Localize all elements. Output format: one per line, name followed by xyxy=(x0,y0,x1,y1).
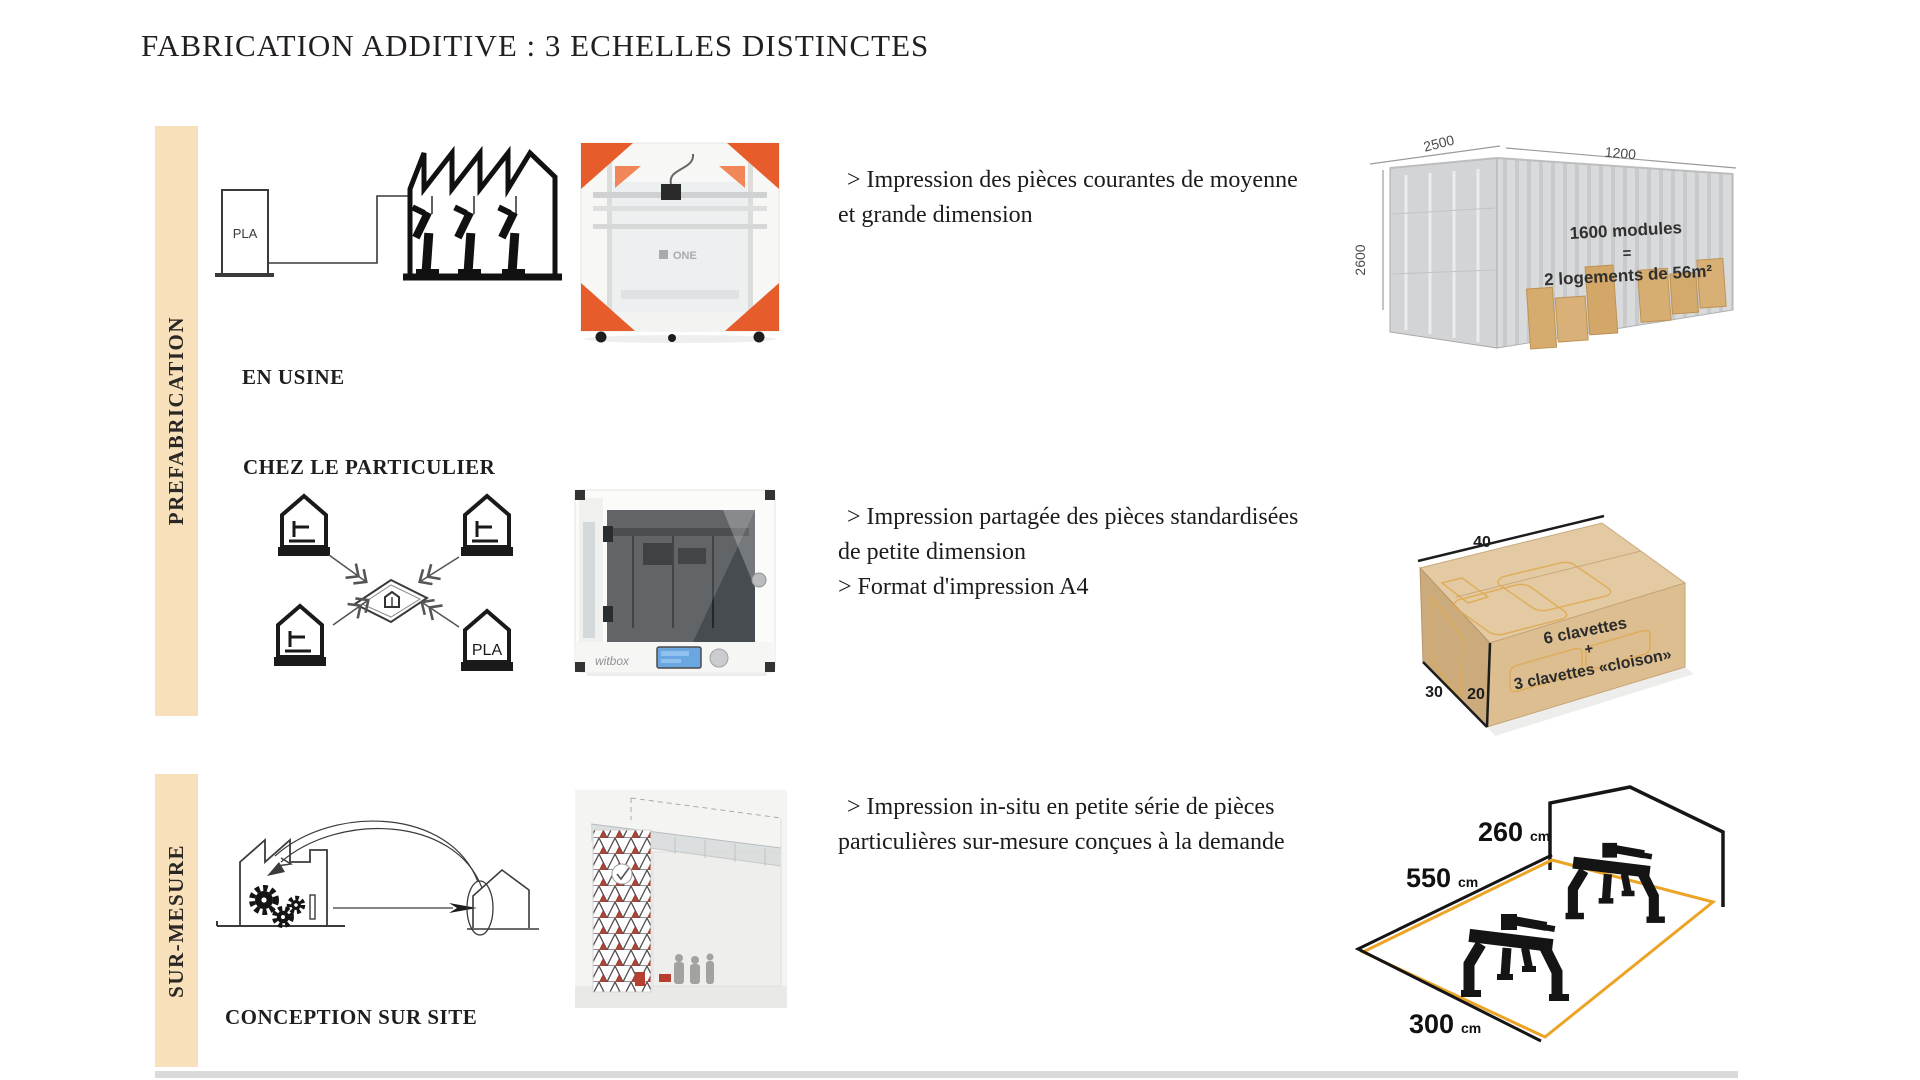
red-equipment xyxy=(635,972,645,986)
desktop-printer-logo: witbox xyxy=(595,654,630,668)
scene-dim-height: 260 xyxy=(1478,817,1523,847)
lcd-screen xyxy=(656,646,702,669)
house-icon xyxy=(459,494,515,558)
large-format-printer-photo: ONE xyxy=(580,142,780,343)
robot-arm-icon xyxy=(411,204,439,277)
row2-description: > Impression partagée des pièces standar… xyxy=(838,500,1398,605)
caster-wheel xyxy=(595,331,607,343)
row1-heading: EN USINE xyxy=(242,365,345,389)
floor-outline xyxy=(1359,858,1717,1039)
module-boxes xyxy=(1525,257,1727,350)
box-dim-height: 20 xyxy=(1467,686,1485,703)
site-ellipse xyxy=(466,880,494,936)
scene-dim-depth: 550 xyxy=(1406,863,1451,893)
orange-corner-panel xyxy=(581,143,633,189)
container-dim-depth: 2500 xyxy=(1422,132,1456,155)
row3-desc-line1: > Impression in-situ en petite série de … xyxy=(847,794,1275,820)
arrow-to-center xyxy=(332,597,370,626)
caption-line2: = xyxy=(1622,245,1632,262)
band-sur-mesure-label: SUR-MESURE xyxy=(164,843,188,998)
pla-label: PLA xyxy=(233,226,258,241)
robot-arm-icon xyxy=(453,204,481,277)
arrow-to-center xyxy=(418,556,460,586)
printing-robot xyxy=(1461,914,1569,1001)
arrow-to-center xyxy=(420,598,460,628)
house-icon xyxy=(276,494,332,558)
house-pla-icon: PLA xyxy=(459,609,515,673)
row1-desc-line1: > Impression des pièces courantes de moy… xyxy=(847,167,1298,193)
page-title: FABRICATION ADDITIVE : 3 ECHELLES DISTIN… xyxy=(141,28,930,63)
house-icon xyxy=(272,604,328,668)
band-prefabrication-label: PREFABRICATION xyxy=(164,316,188,526)
wall-outline xyxy=(1548,785,1725,907)
onsite-pavilion-photo xyxy=(575,790,787,1008)
row2-desc-line3: > Format d'impression A4 xyxy=(838,574,1089,600)
carton-box-illustration: 40 30 20 6 clavettes + 3 clavettes «cloi… xyxy=(1417,514,1694,736)
band-sur-mesure: SUR-MESURE xyxy=(155,774,198,1067)
container-dim-length: 1200 xyxy=(1604,144,1637,163)
desktop-printer-photo: witbox xyxy=(574,489,776,676)
onsite-conception-diagram xyxy=(216,820,539,936)
row2-desc-line1: > Impression partagée des pièces standar… xyxy=(847,504,1299,530)
row1-desc-line2: et grande dimension xyxy=(838,202,1033,228)
printing-robot xyxy=(1566,843,1665,923)
onsite-robots-scene: 260 cm 550 cm 300 cm xyxy=(1355,785,1725,1043)
door-knob xyxy=(751,572,767,588)
row3-desc-line2: particulières sur-mesure conçues à la de… xyxy=(838,829,1285,855)
person-silhouette xyxy=(674,953,714,984)
shipping-container-illustration: 1600 modules = 2 logements de 56m² 2500 … xyxy=(1352,132,1737,350)
row2-heading: CHEZ LE PARTICULIER xyxy=(243,455,496,479)
control-dial xyxy=(709,648,729,668)
row2-desc-line2: de petite dimension xyxy=(838,539,1026,565)
extruder-head xyxy=(661,184,681,200)
band-prefabrication: PREFABRICATION xyxy=(155,126,198,716)
factory-icon xyxy=(403,145,562,281)
printed-lattice-column xyxy=(592,829,652,993)
row1-description: > Impression des pièces courantes de moy… xyxy=(838,163,1398,233)
scene-dim-width-unit: cm xyxy=(1461,1020,1481,1036)
box-dim-length: 40 xyxy=(1473,534,1491,551)
arrow-to-center xyxy=(328,554,368,585)
gear-icon xyxy=(249,885,279,915)
house-outline-icon xyxy=(467,868,539,930)
door-hinge xyxy=(603,526,613,542)
scene-dim-width: 300 xyxy=(1409,1009,1454,1039)
box-caption-line2: + xyxy=(1583,640,1595,658)
row3-heading: CONCEPTION SUR SITE xyxy=(225,1005,478,1029)
row3-description: > Impression in-situ en petite série de … xyxy=(838,790,1398,860)
page-bottom-edge xyxy=(155,1071,1738,1078)
gear-icon xyxy=(272,906,294,928)
printer-brand-logo: ONE xyxy=(673,250,697,262)
robot-arm-icon xyxy=(497,204,525,277)
logo-badge xyxy=(611,863,633,885)
house-pla-label: PLA xyxy=(472,642,503,659)
factory-outline-icon xyxy=(239,838,328,926)
exchange-platform-icon xyxy=(353,578,429,624)
box-dim-depth: 30 xyxy=(1425,684,1443,701)
factory-supply-diagram: PLA xyxy=(215,145,562,281)
scene-dim-height-unit: cm xyxy=(1530,828,1550,844)
scene-dim-depth-unit: cm xyxy=(1458,874,1478,890)
gear-icon xyxy=(286,895,306,915)
feedback-arc xyxy=(274,820,479,883)
container-dim-height: 2600 xyxy=(1352,244,1368,275)
shared-printing-diagram: PLA xyxy=(272,494,515,673)
